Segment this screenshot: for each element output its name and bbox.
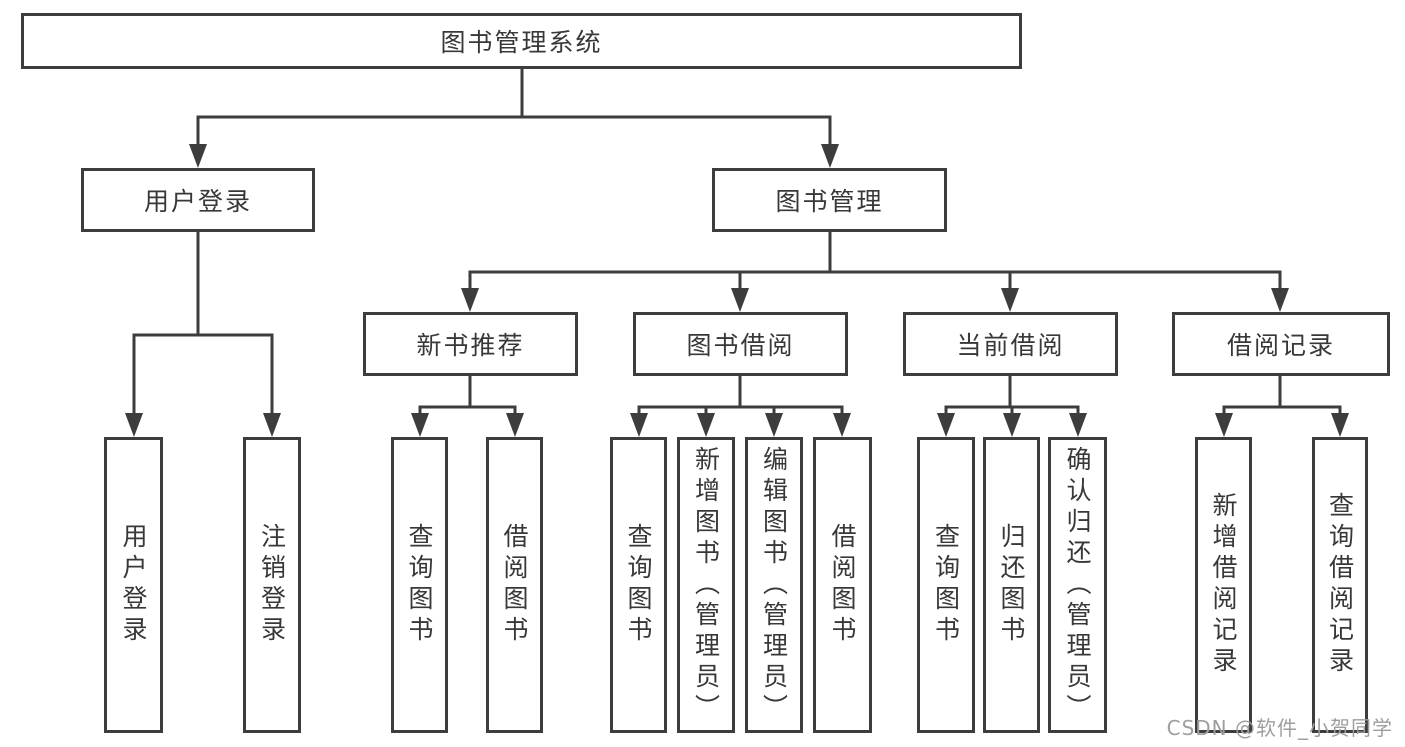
connector-new-book-recommend-to-leaves: [411, 376, 524, 437]
arrow-down-icon: [731, 288, 749, 312]
node-label: 图书管理: [775, 187, 884, 216]
arrow-down-icon: [263, 413, 281, 437]
leaf-user-login: 用户登录: [104, 437, 163, 733]
arrow-down-icon: [125, 413, 143, 437]
arrow-down-icon: [506, 413, 524, 437]
arrow-down-icon: [1003, 413, 1021, 437]
leaf-query-books-recommend: 查询图书: [391, 437, 448, 733]
node-user-login: 用户登录: [81, 168, 315, 232]
arrow-down-icon: [833, 413, 851, 437]
node-root-library-management-system: 图书管理系统: [21, 13, 1022, 69]
leaf-add-books-admin: 新增图书（管理员）: [677, 437, 735, 733]
node-label: 确认归还（管理员）: [1063, 445, 1092, 725]
node-label: 图书借阅: [686, 331, 795, 360]
node-label: 借阅记录: [1226, 331, 1335, 360]
arrow-down-icon: [411, 413, 429, 437]
node-label: 新书推荐: [416, 331, 525, 360]
leaf-confirm-return-admin: 确认归还（管理员）: [1048, 437, 1107, 733]
node-label: 查询图书: [624, 523, 653, 647]
node-borrow-records: 借阅记录: [1172, 312, 1390, 376]
leaf-borrow-books: 借阅图书: [813, 437, 872, 733]
node-new-book-recommend: 新书推荐: [363, 312, 578, 376]
arrow-down-icon: [1271, 288, 1289, 312]
node-label: 编辑图书（管理员）: [759, 445, 789, 725]
node-label: 新增图书（管理员）: [691, 445, 721, 725]
arrow-down-icon: [765, 413, 783, 437]
leaf-add-borrow-record: 新增借阅记录: [1195, 437, 1252, 733]
arrow-down-icon: [630, 413, 648, 437]
node-label: 借阅图书: [500, 523, 529, 647]
node-label: 查询借阅记录: [1325, 492, 1355, 678]
node-label: 借阅图书: [828, 523, 857, 647]
arrow-down-icon: [1331, 413, 1349, 437]
node-label: 归还图书: [997, 523, 1026, 647]
connector-root-to-level2: [189, 69, 839, 168]
node-label: 图书管理系统: [440, 28, 603, 57]
arrow-down-icon: [1069, 413, 1087, 437]
connector-current-borrow-to-leaves: [937, 376, 1087, 437]
arrow-down-icon: [1001, 288, 1019, 312]
arrow-down-icon: [937, 413, 955, 437]
node-label: 查询图书: [405, 523, 434, 647]
arrow-down-icon: [697, 413, 715, 437]
arrow-down-icon: [189, 144, 207, 168]
arrow-down-icon: [821, 144, 839, 168]
leaf-query-books-current: 查询图书: [917, 437, 975, 733]
connector-book-management-to-level3: [461, 232, 1289, 312]
arrow-down-icon: [461, 288, 479, 312]
node-label: 查询图书: [931, 523, 961, 647]
node-label: 新增借阅记录: [1209, 492, 1238, 678]
node-book-management: 图书管理: [712, 168, 947, 232]
connector-borrow-records-to-leaves: [1215, 376, 1349, 437]
node-label: 用户登录: [143, 187, 252, 216]
leaf-edit-books-admin: 编辑图书（管理员）: [745, 437, 803, 733]
leaf-return-books: 归还图书: [983, 437, 1040, 733]
node-label: 当前借阅: [956, 331, 1065, 360]
node-label: 注销登录: [257, 523, 287, 647]
leaf-logout: 注销登录: [243, 437, 301, 733]
leaf-query-borrow-record: 查询借阅记录: [1312, 437, 1368, 733]
node-current-borrow: 当前借阅: [903, 312, 1118, 376]
leaf-borrow-books-recommend: 借阅图书: [486, 437, 543, 733]
node-label: 用户登录: [119, 523, 148, 647]
connector-book-borrow-to-leaves: [630, 376, 851, 437]
leaf-query-books-borrow: 查询图书: [610, 437, 667, 733]
arrow-down-icon: [1215, 413, 1233, 437]
connector-user-login-to-leaves: [125, 232, 281, 437]
node-book-borrow: 图书借阅: [633, 312, 848, 376]
csdn-watermark: CSDN @软件_小贺同学: [1166, 716, 1393, 740]
